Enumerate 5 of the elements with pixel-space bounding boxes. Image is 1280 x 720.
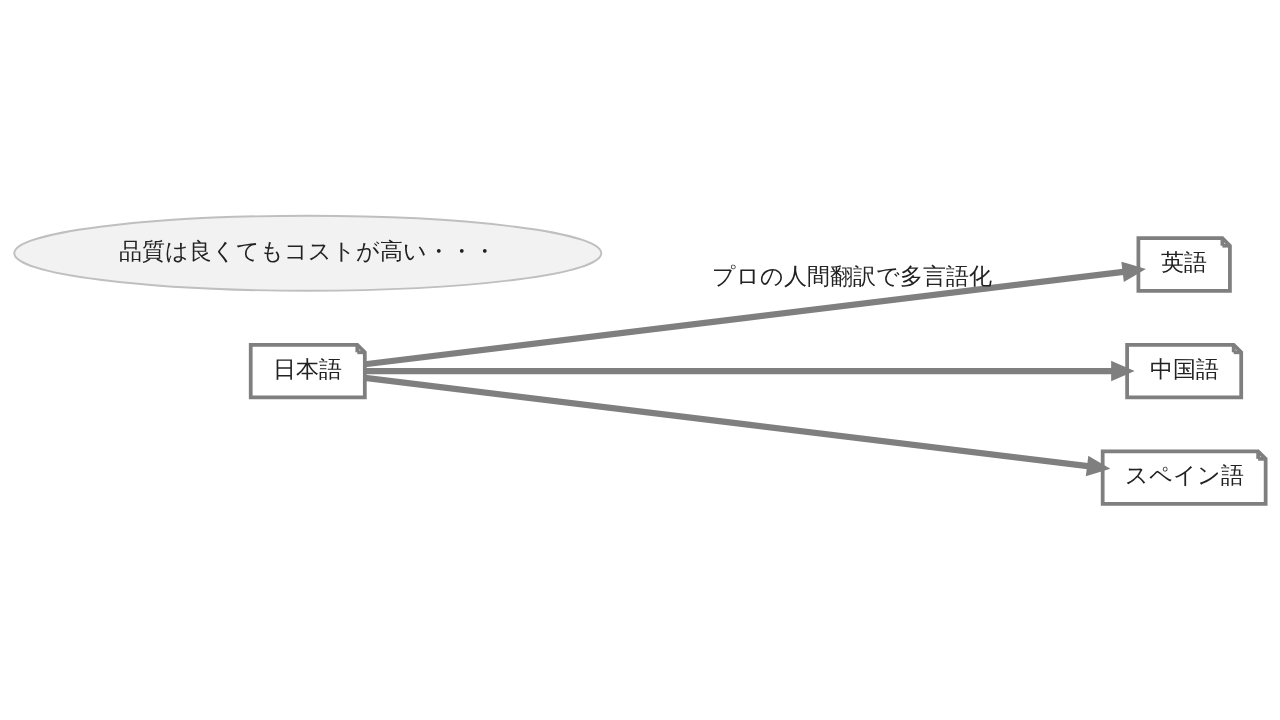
arrow <box>365 360 1135 382</box>
node-ellipse: 品質は良くてもコストが高い・・・ <box>13 214 603 292</box>
arrow <box>364 374 1111 477</box>
arrow <box>364 261 1146 368</box>
edge-label: プロの人間翻訳で多言語化 <box>711 262 992 289</box>
